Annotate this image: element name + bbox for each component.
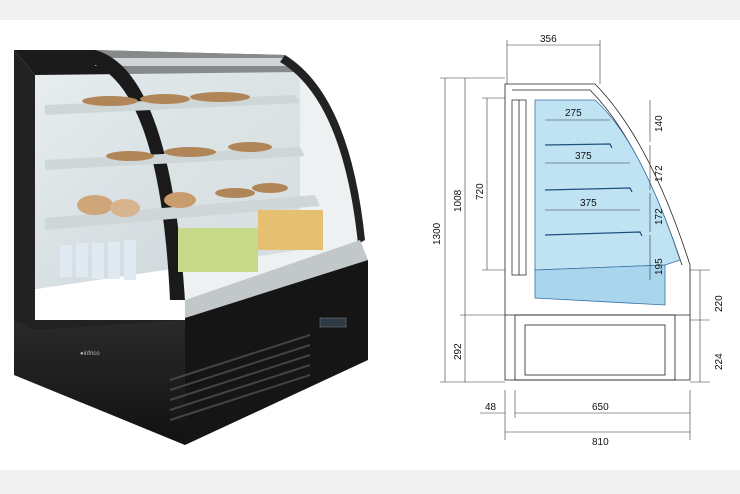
drawing-shelf-2	[544, 187, 633, 193]
left-side-panel	[14, 50, 35, 330]
dim-bottom-gap: 195	[654, 258, 665, 275]
bottom-band	[0, 470, 740, 494]
shelf-2	[45, 147, 305, 170]
front-body	[14, 320, 185, 445]
dim-top-gap: 140	[654, 115, 665, 132]
dim-shelf-gap-1: 172	[654, 165, 665, 182]
cold-well	[534, 99, 681, 271]
dim-total-height: 1300	[432, 222, 443, 245]
cabinet-outline	[504, 83, 691, 381]
dim-total-depth: 810	[592, 437, 609, 448]
base-deck	[185, 240, 368, 318]
side-body	[14, 320, 185, 330]
dim-shelf-3-depth: 375	[580, 198, 597, 209]
shelf-3	[45, 195, 320, 230]
dim-top-width: 356	[540, 34, 557, 45]
drawing-base-inner	[524, 324, 666, 376]
dim-shelf-2-depth: 375	[575, 151, 592, 162]
dim-deck-height: 220	[714, 295, 725, 312]
dimension-labels: 356 275 375 375 1300 1008 720 292 140 17…	[432, 34, 725, 448]
display-case-photo: ●infrico	[14, 50, 368, 445]
dim-shelf-gap-2: 172	[654, 208, 665, 225]
drawing-shelf-1	[544, 143, 613, 149]
product-panel: ●infrico	[0, 20, 740, 470]
pastries	[77, 92, 288, 217]
dim-base-width: 650	[592, 402, 609, 413]
dim-shelf-1-depth: 275	[565, 108, 582, 119]
right-body	[185, 260, 368, 445]
control-display	[319, 317, 347, 328]
drawing-shelf-3	[544, 231, 643, 237]
brand-logo: ●infrico	[80, 351, 100, 357]
dim-base-height: 292	[453, 343, 464, 360]
top-band	[0, 0, 740, 20]
right-curve-frame	[280, 55, 365, 244]
bottles	[60, 210, 323, 280]
dim-plinth-height: 224	[714, 353, 725, 370]
dim-offset: 48	[485, 402, 497, 413]
evaporator-area	[534, 264, 666, 306]
dimension-lines	[440, 40, 710, 440]
dim-display-height: 1008	[453, 189, 464, 212]
vent-grille	[169, 334, 311, 421]
technical-drawing	[440, 40, 710, 440]
dim-inner-height: 720	[475, 183, 486, 200]
product-figure: ●infrico	[14, 34, 725, 448]
